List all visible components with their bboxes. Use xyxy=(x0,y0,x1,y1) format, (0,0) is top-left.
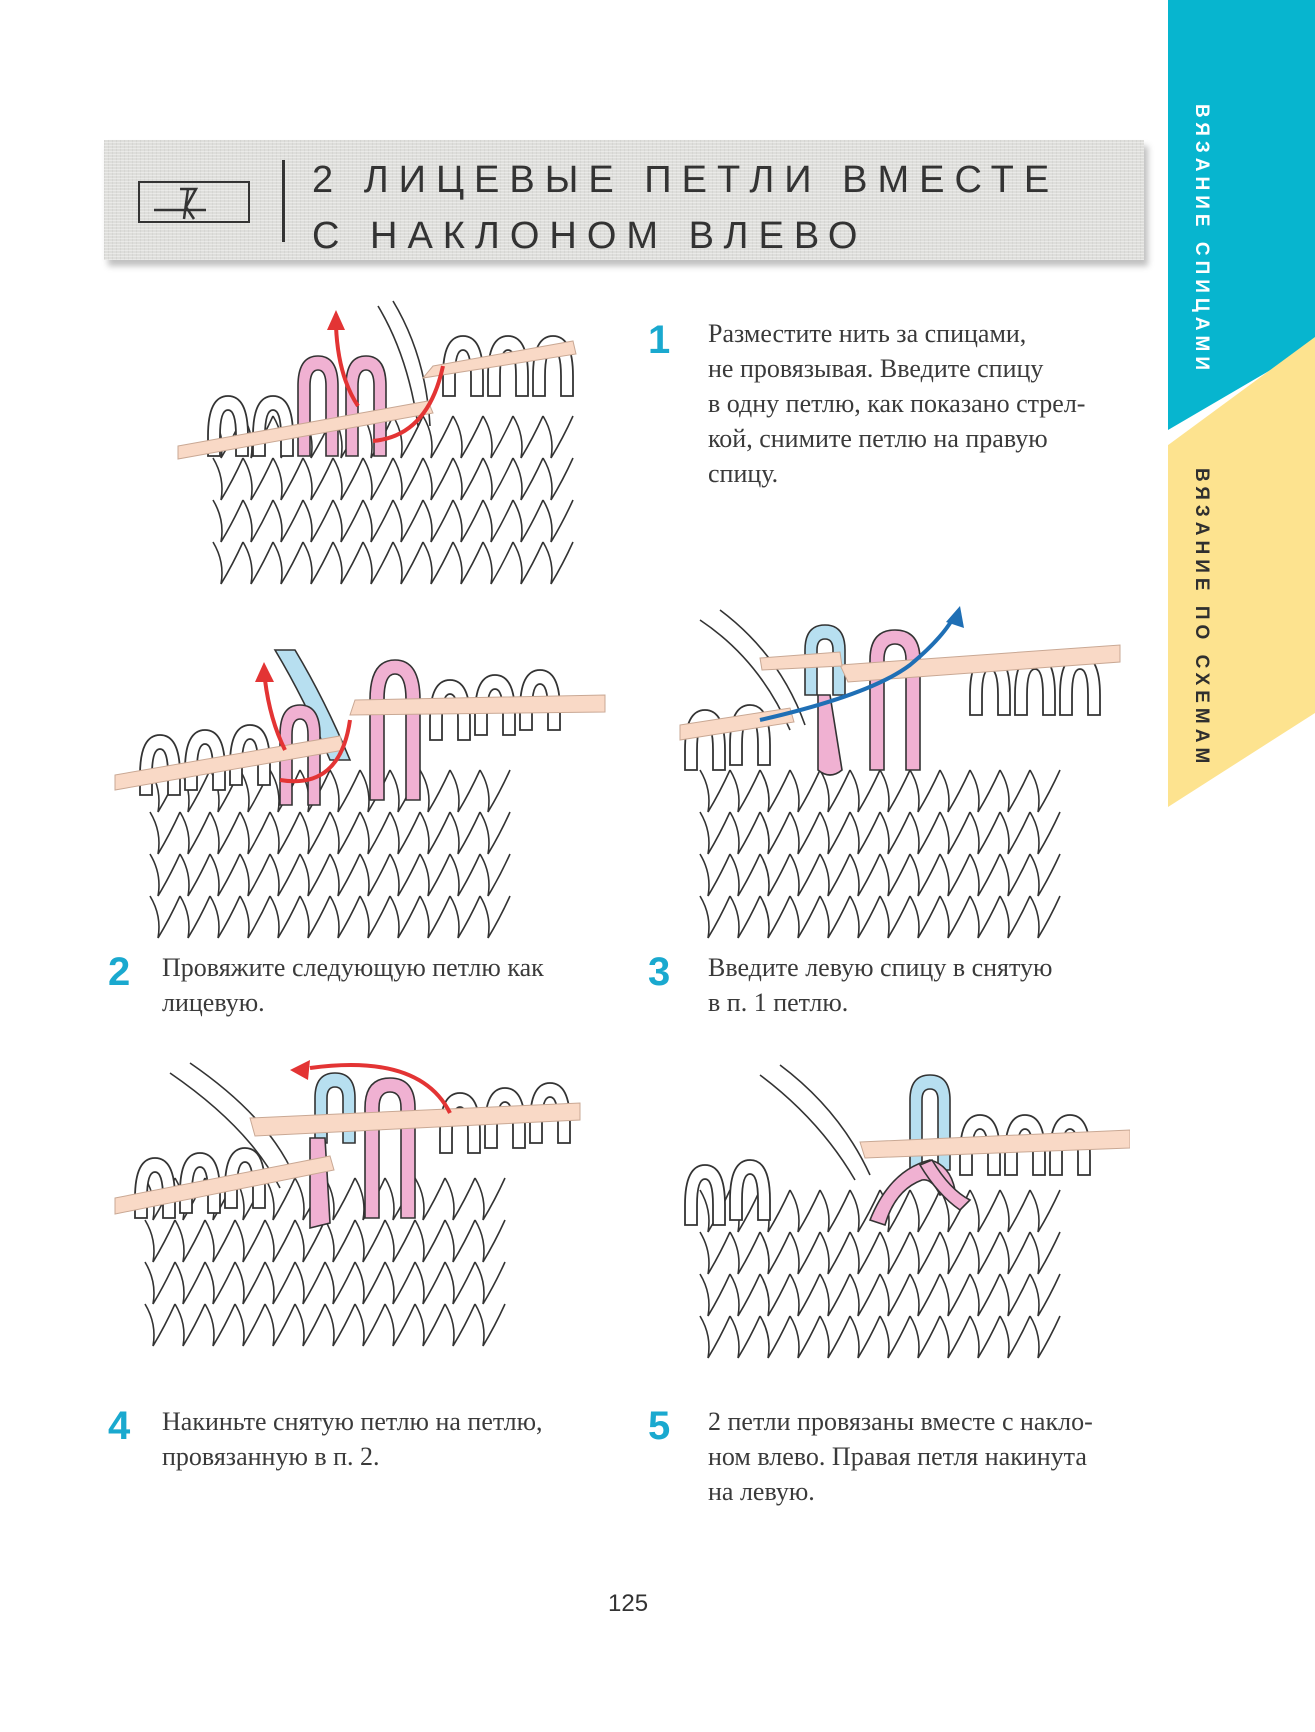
step-5-line: ном влево. Правая петля накинута xyxy=(708,1442,1087,1471)
step-3-line: Введите левую спицу в снятую xyxy=(708,953,1053,982)
step-4-number: 4 xyxy=(108,1404,131,1448)
page-number: 125 xyxy=(608,1590,649,1617)
step-4-line: провязанную в п. 2. xyxy=(162,1442,380,1471)
step-5-line: на левую. xyxy=(708,1477,815,1506)
step-3-line: в п. 1 петлю. xyxy=(708,988,849,1017)
step-1-number: 1 xyxy=(648,318,671,362)
page-title: 2 ЛИЦЕВЫЕ ПЕТЛИ ВМЕСТЕ С НАКЛОНОМ ВЛЕВО xyxy=(312,152,1059,264)
left-slant-decrease-symbol-icon xyxy=(138,181,250,223)
illustration-step-5 xyxy=(670,1060,1130,1380)
step-1-text: Разместите нить за спицами, не провязыва… xyxy=(708,316,1085,491)
step-4-text: Накиньте снятую петлю на петлю, провязан… xyxy=(162,1404,543,1474)
page-title-line-2: С НАКЛОНОМ ВЛЕВО xyxy=(312,215,868,257)
illustration-step-4 xyxy=(110,1048,610,1348)
step-1-line: не провязывая. Введите спицу xyxy=(708,354,1044,383)
sidebar-tab-charts-label: ВЯЗАНИЕ ПО СХЕМАМ xyxy=(1191,468,1212,769)
illustration-step-3 xyxy=(670,600,1130,940)
sidebar-tab-knitting-label: ВЯЗАНИЕ СПИЦАМИ xyxy=(1191,104,1212,375)
step-4-line: Накиньте снятую петлю на петлю, xyxy=(162,1407,543,1436)
step-3-text: Введите левую спицу в снятую в п. 1 петл… xyxy=(708,950,1052,1020)
step-5-number: 5 xyxy=(648,1404,671,1448)
step-5-text: 2 петли провязаны вместе с накло- ном вл… xyxy=(708,1404,1093,1509)
step-2-line: Провяжите следующую петлю как xyxy=(162,953,544,982)
step-1-line: Разместите нить за спицами, xyxy=(708,319,1027,348)
step-1-line: в одну петлю, как показано стрел- xyxy=(708,389,1086,418)
step-1-line: спицу. xyxy=(708,459,779,488)
step-2-line: лицевую. xyxy=(162,988,265,1017)
step-5-line: 2 петли провязаны вместе с накло- xyxy=(708,1407,1093,1436)
step-2-text: Провяжите следующую петлю как лицевую. xyxy=(162,950,544,1020)
step-1-line: кой, снимите петлю на правую xyxy=(708,424,1048,453)
step-3-number: 3 xyxy=(648,950,671,994)
title-banner xyxy=(104,140,1144,260)
illustration-step-2 xyxy=(110,640,610,940)
step-2-number: 2 xyxy=(108,950,131,994)
illustration-step-1 xyxy=(168,296,608,596)
page-title-line-1: 2 ЛИЦЕВЫЕ ПЕТЛИ ВМЕСТЕ xyxy=(312,159,1060,201)
title-divider xyxy=(282,160,285,242)
